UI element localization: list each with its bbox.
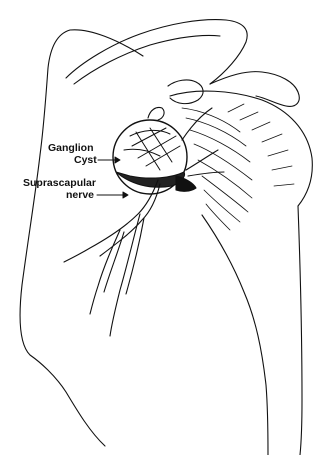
scapula-outline xyxy=(20,30,143,446)
notch-detail xyxy=(148,107,164,120)
arrow-suprascapular-nerve xyxy=(97,192,128,198)
rotator-cuff-hatching xyxy=(182,104,294,230)
cyst-ligament-hatching xyxy=(124,128,180,170)
humerus-shaft-outer xyxy=(298,206,302,455)
acromion-tip xyxy=(210,72,299,107)
ganglion-cyst-label-line2: Cyst xyxy=(74,155,97,166)
scapular-spine xyxy=(66,20,247,84)
humerus-shaft-inner xyxy=(202,215,268,455)
acromion-inner xyxy=(74,35,220,84)
suprascapular-nerve-label-line1: Suprascapular xyxy=(23,178,96,189)
ganglion-cyst-label-line1: Ganglion xyxy=(48,143,94,154)
suprascapular-nerve-label-line2: nerve xyxy=(66,190,94,201)
arrow-ganglion-cyst xyxy=(98,157,120,163)
